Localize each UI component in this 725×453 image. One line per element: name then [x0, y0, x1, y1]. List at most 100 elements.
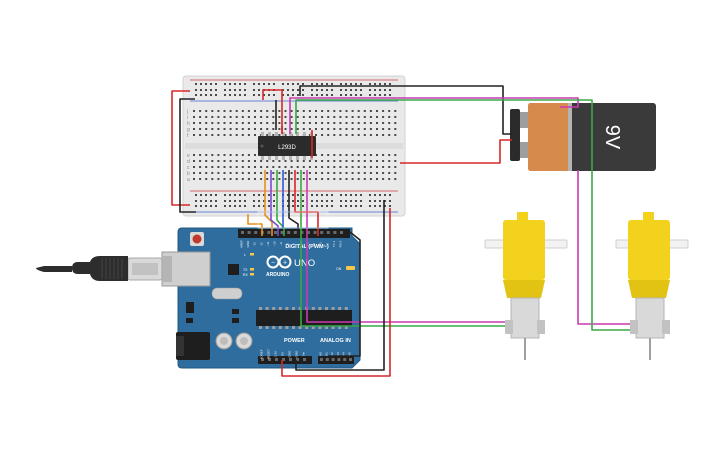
breadboard-hole[interactable]	[345, 172, 348, 174]
breadboard-hole[interactable]	[357, 172, 360, 174]
breadboard-hole[interactable]	[193, 134, 195, 136]
breadboard-hole[interactable]	[315, 134, 317, 136]
breadboard-hole[interactable]	[363, 178, 366, 180]
rail-hole[interactable]	[229, 194, 231, 196]
breadboard-hole[interactable]	[351, 116, 354, 118]
rail-hole[interactable]	[345, 205, 347, 207]
breadboard-hole[interactable]	[333, 122, 336, 124]
breadboard-hole[interactable]	[363, 128, 366, 130]
breadboard-hole[interactable]	[290, 116, 293, 118]
rail-hole[interactable]	[195, 83, 197, 85]
rail-hole[interactable]	[229, 83, 231, 85]
breadboard-hole[interactable]	[266, 116, 269, 118]
breadboard-hole[interactable]	[369, 110, 372, 112]
rail-hole[interactable]	[282, 83, 284, 85]
breadboard-hole[interactable]	[327, 134, 330, 136]
rail-hole[interactable]	[331, 194, 333, 196]
breadboard-hole[interactable]	[333, 154, 336, 156]
rail-hole[interactable]	[389, 194, 391, 196]
breadboard-hole[interactable]	[211, 160, 214, 162]
breadboard-hole[interactable]	[266, 160, 269, 162]
rail-hole[interactable]	[210, 200, 212, 202]
breadboard-hole[interactable]	[290, 128, 293, 130]
breadboard-hole[interactable]	[254, 154, 256, 156]
rail-hole[interactable]	[379, 205, 381, 207]
wire-green-to-right-motor[interactable]	[591, 167, 630, 331]
rail-hole[interactable]	[239, 94, 241, 96]
breadboard-hole[interactable]	[199, 166, 202, 168]
breadboard-hole[interactable]	[321, 116, 324, 118]
breadboard-hole[interactable]	[376, 166, 378, 168]
rail-hole[interactable]	[350, 194, 352, 196]
breadboard-hole[interactable]	[369, 172, 372, 174]
breadboard-hole[interactable]	[211, 178, 214, 180]
rail-hole[interactable]	[205, 205, 207, 207]
breadboard-hole[interactable]	[363, 134, 366, 136]
reset-button[interactable]	[192, 234, 202, 244]
rail-hole[interactable]	[195, 200, 197, 202]
breadboard-hole[interactable]	[339, 134, 342, 136]
rail-hole[interactable]	[360, 83, 362, 85]
breadboard-hole[interactable]	[394, 116, 397, 118]
breadboard-hole[interactable]	[308, 122, 311, 124]
breadboard-hole[interactable]	[388, 122, 391, 124]
rail-hole[interactable]	[215, 194, 217, 196]
rail-hole[interactable]	[239, 194, 241, 196]
breadboard-hole[interactable]	[388, 116, 391, 118]
breadboard-hole[interactable]	[247, 128, 250, 130]
rail-hole[interactable]	[374, 94, 376, 96]
breadboard-hole[interactable]	[284, 110, 287, 112]
rail-hole[interactable]	[253, 89, 255, 91]
rail-hole[interactable]	[268, 94, 270, 96]
breadboard-hole[interactable]	[363, 172, 366, 174]
breadboard-hole[interactable]	[345, 160, 348, 162]
breadboard-hole[interactable]	[278, 110, 281, 112]
rail-hole[interactable]	[268, 83, 270, 85]
breadboard-hole[interactable]	[247, 178, 250, 180]
rail-hole[interactable]	[374, 83, 376, 85]
breadboard-hole[interactable]	[327, 122, 330, 124]
wire-magenta-to-left-motor[interactable]	[306, 222, 505, 323]
breadboard-hole[interactable]	[321, 110, 324, 112]
rail-hole[interactable]	[350, 205, 352, 207]
rail-hole[interactable]	[345, 200, 347, 202]
header-pin[interactable]	[303, 358, 306, 361]
breadboard-hole[interactable]	[363, 110, 366, 112]
rail-hole[interactable]	[292, 194, 294, 196]
breadboard-hole[interactable]	[199, 116, 202, 118]
breadboard-hole[interactable]	[363, 166, 366, 168]
breadboard-hole[interactable]	[308, 128, 311, 130]
wire-purple-signal[interactable]	[270, 170, 279, 236]
header-pin[interactable]	[261, 358, 264, 361]
header-pin[interactable]	[326, 231, 330, 234]
rail-hole[interactable]	[369, 94, 371, 96]
rail-hole[interactable]	[215, 200, 217, 202]
rail-hole[interactable]	[297, 205, 299, 207]
breadboard-hole[interactable]	[369, 166, 372, 168]
battery-9v[interactable]: 9V	[510, 103, 656, 171]
breadboard-hole[interactable]	[241, 122, 244, 124]
breadboard-hole[interactable]	[315, 122, 317, 124]
breadboard-hole[interactable]	[302, 110, 305, 112]
rail-hole[interactable]	[287, 205, 289, 207]
breadboard-hole[interactable]	[229, 110, 232, 112]
rail-hole[interactable]	[297, 194, 299, 196]
breadboard-hole[interactable]	[315, 128, 317, 130]
breadboard-hole[interactable]	[223, 122, 226, 124]
breadboard-hole[interactable]	[211, 116, 214, 118]
breadboard-hole[interactable]	[302, 122, 305, 124]
rail-hole[interactable]	[282, 89, 284, 91]
rail-hole[interactable]	[205, 89, 207, 91]
breadboard-hole[interactable]	[205, 172, 208, 174]
breadboard-hole[interactable]	[229, 166, 232, 168]
rail-hole[interactable]	[273, 83, 275, 85]
breadboard-hole[interactable]	[229, 178, 232, 180]
breadboard-hole[interactable]	[241, 110, 244, 112]
breadboard-hole[interactable]	[321, 178, 324, 180]
breadboard-hole[interactable]	[193, 122, 195, 124]
rail-hole[interactable]	[234, 83, 236, 85]
breadboard-hole[interactable]	[217, 154, 220, 156]
header-pin[interactable]	[320, 231, 324, 234]
rail-hole[interactable]	[302, 200, 304, 202]
breadboard-hole[interactable]	[193, 160, 195, 162]
